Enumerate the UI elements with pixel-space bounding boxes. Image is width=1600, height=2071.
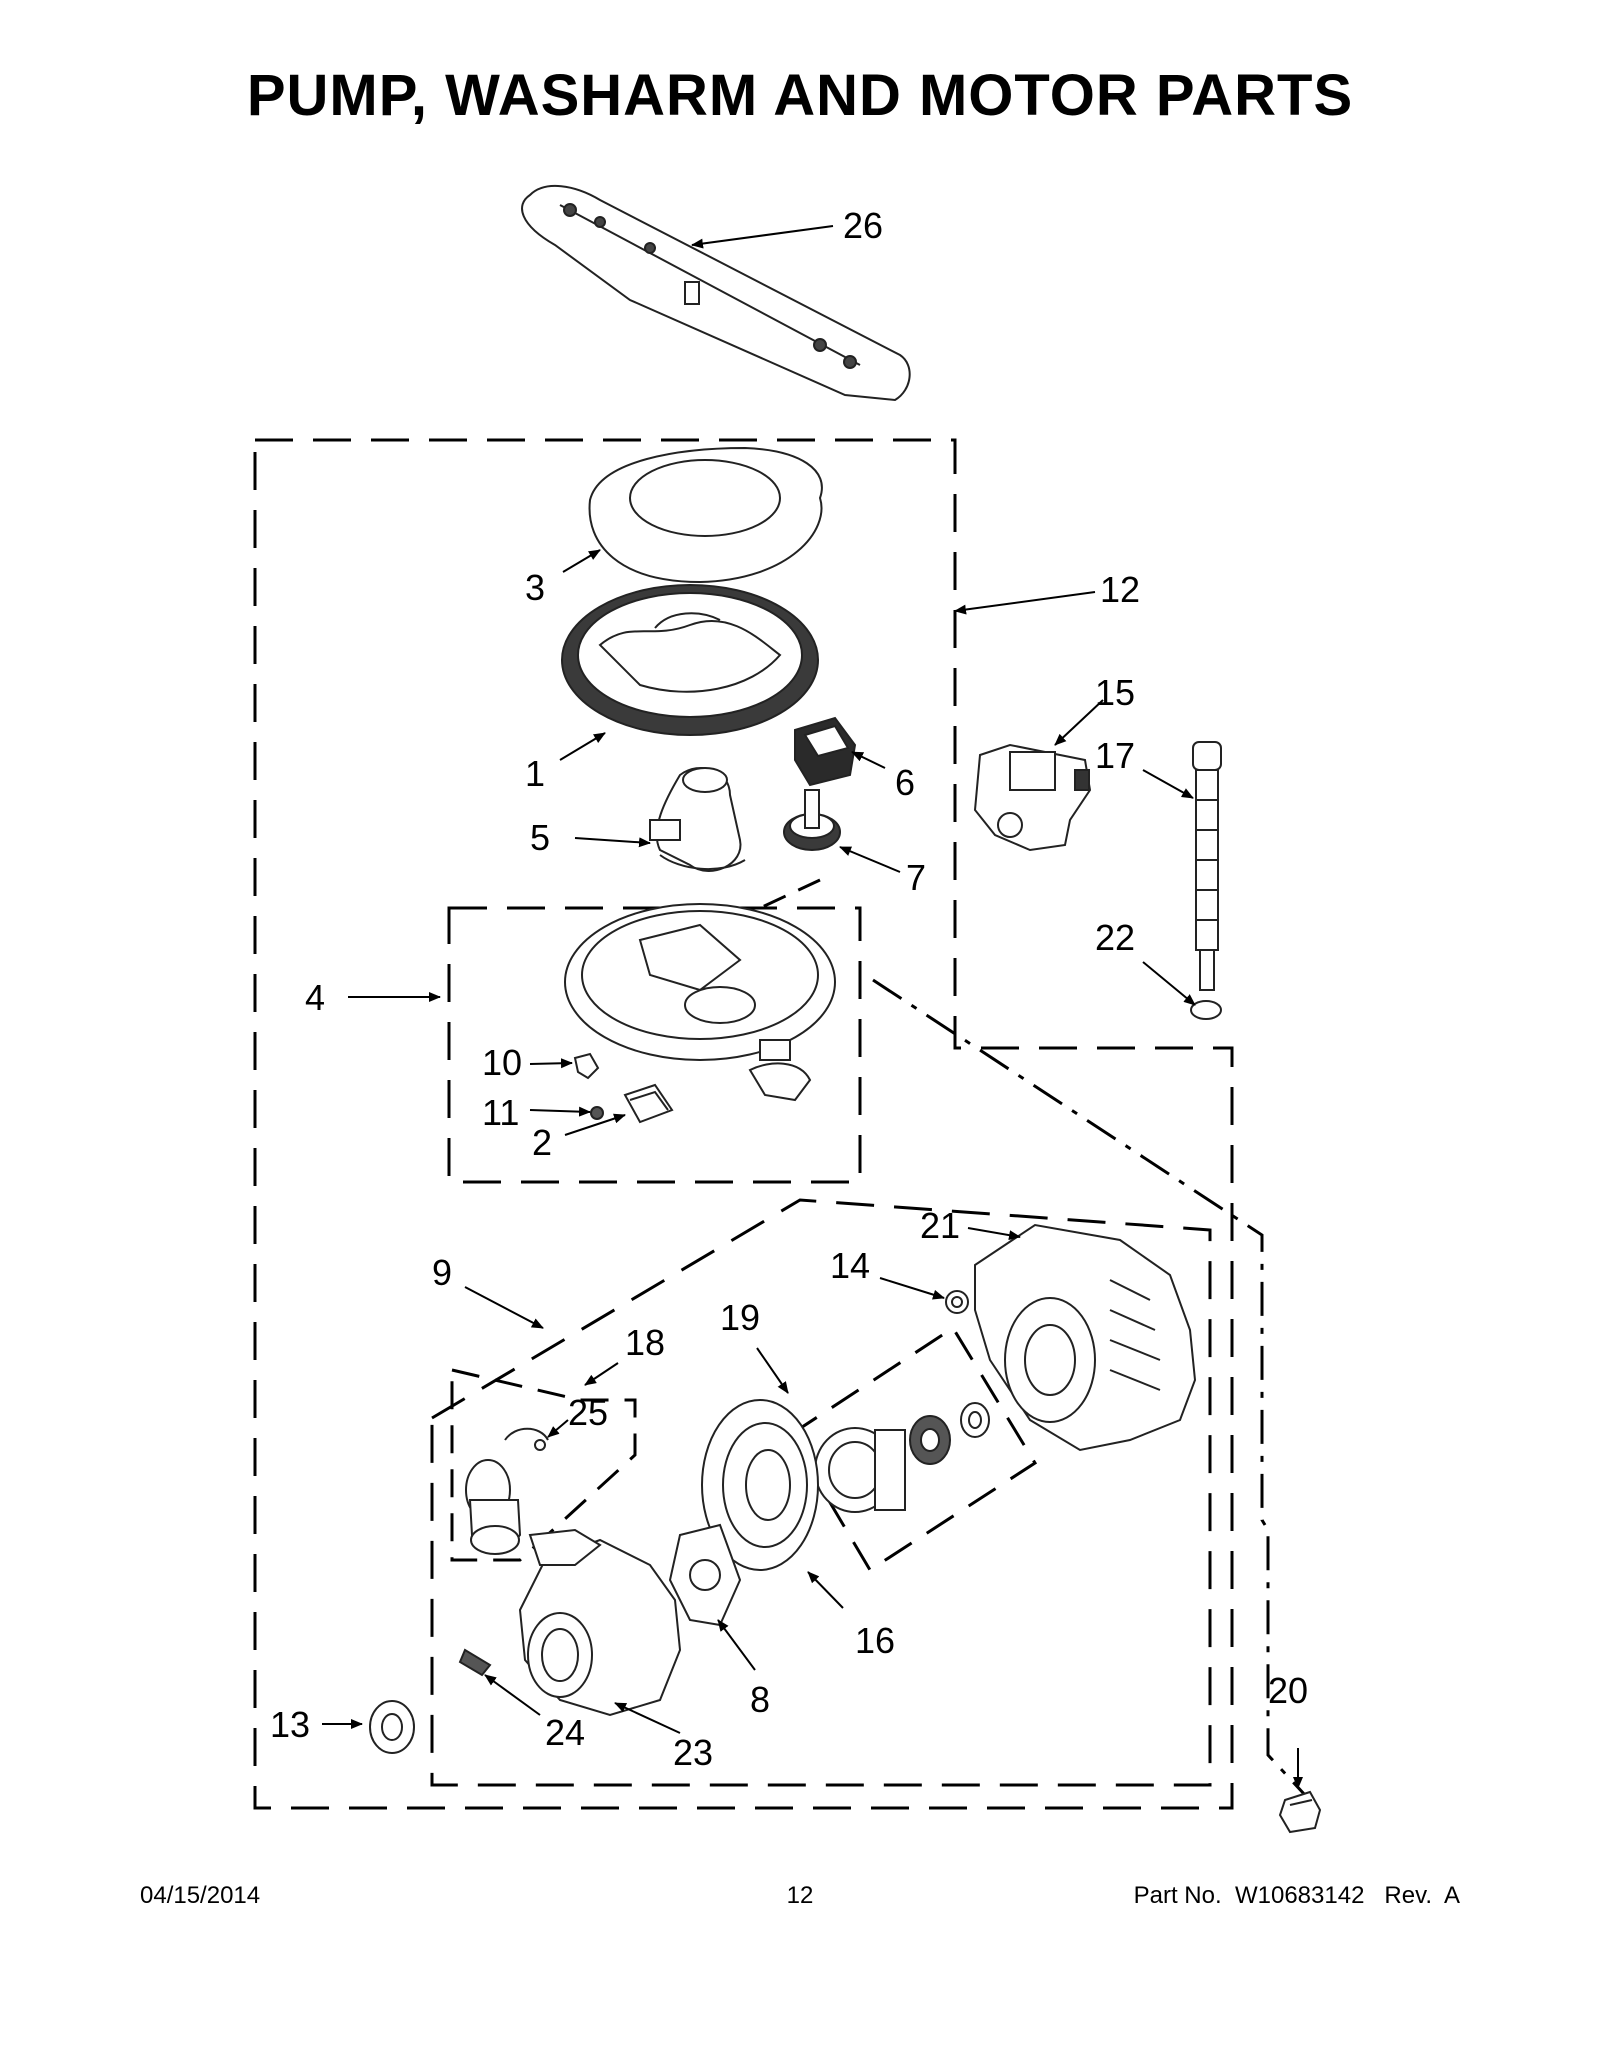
part-17-drain-hose bbox=[1192, 741, 1222, 991]
callout-12: 12 bbox=[1100, 569, 1140, 610]
leader-17 bbox=[1142, 769, 1194, 799]
part-22-hose-clamp bbox=[1190, 1000, 1222, 1020]
callout-labels: 26 3 12 15 17 1 6 5 7 22 4 10 11 2 21 14… bbox=[270, 205, 1308, 1773]
boundary-inlet-subassembly bbox=[450, 1368, 637, 1562]
callout-3: 3 bbox=[525, 567, 545, 608]
boundary-impeller-group bbox=[787, 1325, 1038, 1573]
callout-21: 21 bbox=[920, 1205, 960, 1246]
part-1-filter bbox=[561, 584, 819, 736]
leader-8 bbox=[717, 1619, 756, 1671]
part-5-chopper-assembly bbox=[649, 766, 746, 872]
callout-1: 1 bbox=[525, 753, 545, 794]
part-7-spindle bbox=[783, 789, 841, 851]
leader-lines bbox=[322, 225, 1303, 1789]
part-18-inlet-elbow bbox=[465, 1459, 522, 1555]
callout-25: 25 bbox=[568, 1392, 608, 1433]
leader-24 bbox=[484, 1674, 541, 1716]
callout-14: 14 bbox=[830, 1245, 870, 1286]
leader-2 bbox=[564, 1113, 626, 1136]
assembly-boundaries bbox=[253, 438, 1307, 1810]
part-21-wash-motor bbox=[974, 1223, 1197, 1452]
leader-11 bbox=[529, 1106, 591, 1117]
footer-page-number: 12 bbox=[786, 1882, 814, 1909]
part-13-seal bbox=[369, 1700, 415, 1754]
part-23-pump-housing bbox=[518, 1528, 682, 1717]
leader-7 bbox=[839, 846, 901, 873]
leader-3 bbox=[562, 549, 601, 573]
callout-26: 26 bbox=[843, 205, 883, 246]
boundary-sump-assembly bbox=[447, 906, 862, 1184]
callout-13: 13 bbox=[270, 1704, 310, 1745]
part-19-impeller bbox=[814, 1402, 990, 1513]
leader-21 bbox=[967, 1227, 1021, 1241]
part-14-nut bbox=[945, 1290, 969, 1314]
callout-8: 8 bbox=[750, 1679, 770, 1720]
part-11-screw bbox=[590, 1106, 604, 1120]
part-10-clip bbox=[573, 1052, 600, 1080]
part-8-impeller-guard bbox=[668, 1523, 742, 1627]
callout-2: 2 bbox=[532, 1122, 552, 1163]
part-4-sump bbox=[564, 903, 836, 1102]
leader-22 bbox=[1142, 961, 1196, 1006]
callout-19: 19 bbox=[720, 1297, 760, 1338]
boundary-link-20 bbox=[872, 978, 1307, 1797]
leader-6 bbox=[851, 751, 886, 769]
part-3-filter-cover bbox=[588, 446, 823, 584]
leader-23 bbox=[614, 1702, 681, 1734]
callout-23: 23 bbox=[673, 1732, 713, 1773]
leader-1 bbox=[559, 732, 606, 761]
callout-9: 9 bbox=[432, 1252, 452, 1293]
part-25-clamp bbox=[504, 1427, 549, 1451]
page-title: PUMP, WASHARM AND MOTOR PARTS bbox=[246, 63, 1354, 128]
callout-22: 22 bbox=[1095, 917, 1135, 958]
callout-15: 15 bbox=[1095, 672, 1135, 713]
callout-10: 10 bbox=[482, 1042, 522, 1083]
leader-18 bbox=[584, 1362, 619, 1386]
leader-16 bbox=[807, 1571, 844, 1609]
part-15-drain-pump bbox=[973, 743, 1092, 852]
leader-12 bbox=[954, 591, 1096, 615]
leader-10 bbox=[529, 1058, 573, 1069]
callout-11: 11 bbox=[482, 1092, 519, 1133]
part-24-screw bbox=[458, 1648, 492, 1677]
callout-16: 16 bbox=[855, 1620, 895, 1661]
boundary-pump-assembly bbox=[253, 438, 1234, 1810]
leader-25 bbox=[547, 1419, 569, 1438]
part-16-pump-housing-plate bbox=[701, 1399, 819, 1571]
callout-24: 24 bbox=[545, 1712, 585, 1753]
leader-15 bbox=[1054, 699, 1104, 746]
callout-4: 4 bbox=[305, 977, 325, 1018]
boundary-link-sump bbox=[759, 878, 821, 910]
part-20-sensor bbox=[1278, 1790, 1322, 1834]
callout-18: 18 bbox=[625, 1322, 665, 1363]
callout-6: 6 bbox=[895, 762, 915, 803]
callout-17: 17 bbox=[1095, 735, 1135, 776]
boundary-pump-subassembly bbox=[430, 1198, 1212, 1787]
part-6-turbidity-sensor bbox=[794, 716, 857, 787]
callout-7: 7 bbox=[906, 857, 926, 898]
callout-5: 5 bbox=[530, 817, 550, 858]
leader-26 bbox=[691, 225, 834, 249]
footer-part-number: Part No. W10683142 Rev. A bbox=[1133, 1882, 1460, 1909]
part-2-retainer bbox=[623, 1083, 674, 1124]
leader-5 bbox=[574, 837, 651, 848]
footer-date: 04/15/2014 bbox=[140, 1882, 261, 1909]
leader-14 bbox=[879, 1277, 945, 1300]
leader-9 bbox=[464, 1286, 544, 1329]
leader-19 bbox=[756, 1347, 789, 1394]
part-26-lower-washarm bbox=[521, 184, 911, 402]
callout-20: 20 bbox=[1268, 1670, 1308, 1711]
